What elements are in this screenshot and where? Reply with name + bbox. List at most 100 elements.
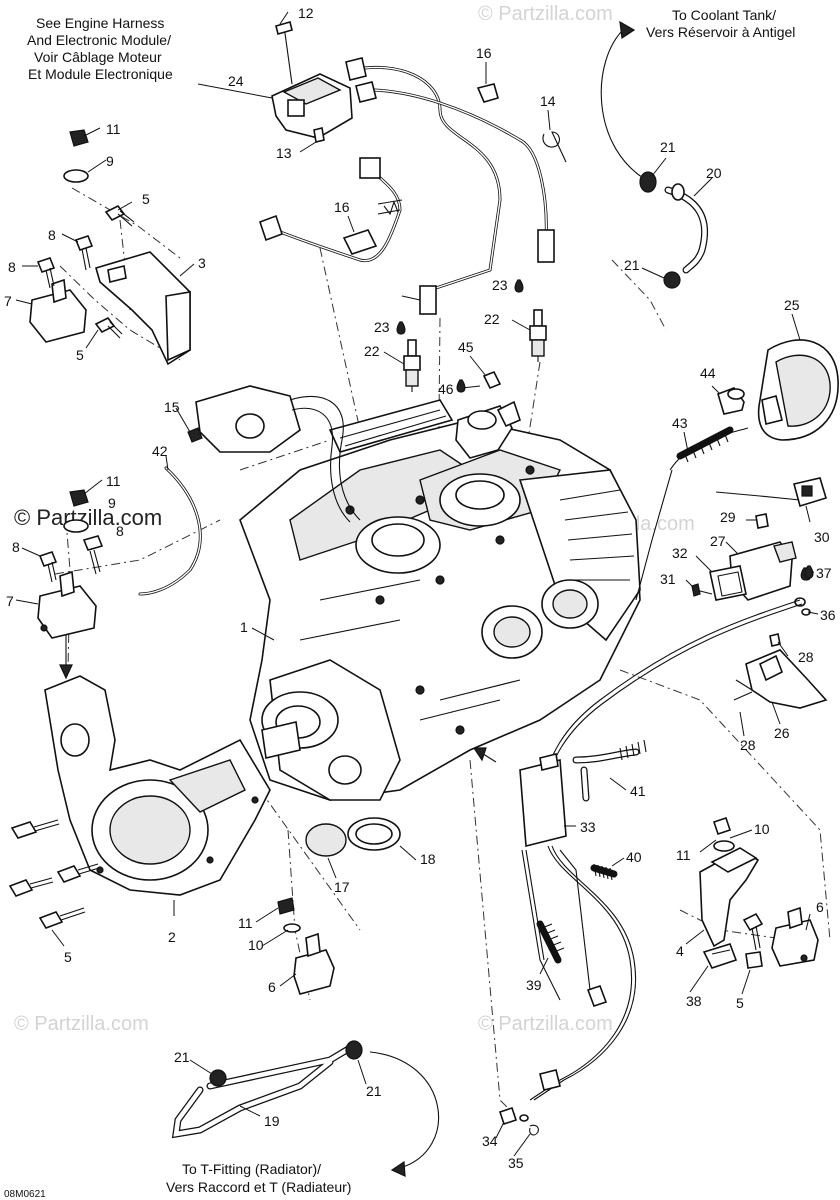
callout-4: 4: [676, 943, 684, 959]
coil-bracket[interactable]: [187, 385, 361, 523]
bolt-group-5[interactable]: [8, 204, 764, 969]
callout-36: 36: [820, 607, 836, 623]
callout-7a: 7: [4, 293, 12, 309]
callout-42: 42: [152, 443, 168, 459]
callout-27: 27: [710, 533, 726, 549]
callout-22a: 22: [364, 343, 380, 359]
drop-icon: [456, 379, 466, 393]
callout-17: 17: [334, 879, 350, 895]
end-fittings-34-35[interactable]: [498, 1106, 539, 1136]
thermostat-housing[interactable]: [455, 370, 521, 459]
callout-8c: 8: [12, 539, 20, 555]
spark-plug-left[interactable]: [403, 339, 421, 392]
wire-clip-16[interactable]: [342, 83, 499, 255]
callout-6b: 6: [816, 899, 824, 915]
callout-38: 38: [686, 993, 702, 1009]
gasket-32[interactable]: [709, 565, 747, 601]
callout-5d: 5: [736, 995, 744, 1011]
callout-28b: 28: [740, 737, 756, 753]
callout-10a: 10: [248, 937, 264, 953]
spring-clamp-14[interactable]: [542, 131, 567, 163]
callout-16a: 16: [476, 45, 492, 61]
callout-23a: 23: [374, 319, 390, 335]
watermark-bottom-right: © Partzilla.com: [478, 1013, 613, 1035]
cable-39[interactable]: [521, 849, 565, 1001]
module-33[interactable]: [519, 739, 647, 848]
callout-46: 46: [438, 381, 454, 397]
drop-icons: [396, 279, 814, 579]
plug-17[interactable]: [305, 823, 347, 857]
svg-text:Vers Raccord et T (Radiateur): Vers Raccord et T (Radiateur): [166, 1179, 351, 1195]
svg-text:Vers Réservoir à Antigel: Vers Réservoir à Antigel: [646, 24, 795, 40]
spring-40[interactable]: [590, 863, 618, 881]
callout-40: 40: [626, 849, 642, 865]
callout-21d: 21: [366, 1083, 382, 1099]
callout-45: 45: [458, 339, 474, 355]
sensor-wiring[interactable]: [258, 57, 555, 315]
callout-13: 13: [276, 145, 292, 161]
callout-11b: 11: [106, 473, 121, 489]
right-mount-6[interactable]: [771, 906, 819, 967]
watermark-top: © Partzilla.com: [478, 3, 613, 25]
drop-icon: [396, 321, 406, 335]
callout-1: 1: [240, 619, 248, 635]
cover-25[interactable]: [757, 339, 839, 441]
upper-bracket-3[interactable]: [95, 251, 191, 366]
callout-11c: 11: [238, 915, 253, 931]
callout-16b: 16: [334, 199, 350, 215]
callout-26: 26: [774, 725, 790, 741]
callout-43: 43: [672, 415, 688, 431]
coolant-hose-19[interactable]: [171, 1040, 363, 1139]
callout-34: 34: [482, 1133, 498, 1149]
sensor-30[interactable]: [715, 477, 827, 508]
callout-21a: 21: [660, 139, 676, 155]
drop-icon: [514, 279, 524, 293]
callout-14: 14: [540, 93, 556, 109]
callout-44: 44: [700, 365, 716, 381]
callout-5c: 5: [64, 949, 72, 965]
callout-6a: 6: [268, 979, 276, 995]
callout-28a: 28: [798, 649, 814, 665]
engine-support-plate[interactable]: [44, 675, 271, 896]
callout-22b: 22: [484, 311, 500, 327]
callout-labels: 1 2 3 4 5 5 5 5 6 6 7 7 8 8 8 8 9 9 10 1…: [4, 5, 836, 1171]
callout-24: 24: [228, 73, 244, 89]
seal-18[interactable]: [347, 817, 401, 851]
callout-23b: 23: [492, 277, 508, 293]
electronic-module[interactable]: [271, 21, 353, 143]
svg-text:See Engine Harness: See Engine Harness: [36, 15, 164, 31]
callout-25: 25: [784, 297, 800, 313]
drop-icon: [804, 565, 814, 579]
callout-21b: 21: [624, 257, 640, 273]
callout-9b: 9: [108, 495, 116, 511]
engine-mount-7[interactable]: [29, 278, 97, 639]
coolant-hose-20[interactable]: [639, 171, 709, 289]
bracket-26[interactable]: [733, 633, 828, 709]
callout-5a: 5: [142, 191, 150, 207]
callout-8b: 8: [8, 259, 16, 275]
spark-plug-right[interactable]: [529, 309, 547, 362]
vent-hose-42[interactable]: [138, 466, 202, 596]
callout-2: 2: [168, 929, 176, 945]
throttle-cable[interactable]: [547, 599, 803, 775]
fasteners-upper-left[interactable]: [36, 129, 104, 583]
callout-11a: 11: [106, 121, 121, 137]
callout-8a: 8: [48, 227, 56, 243]
callout-29: 29: [720, 509, 736, 525]
callout-30: 30: [814, 529, 830, 545]
callout-11d: 11: [676, 847, 691, 863]
engine-block[interactable]: [239, 399, 641, 801]
clip-38[interactable]: [702, 943, 738, 969]
screw-31[interactable]: [691, 583, 713, 597]
callout-37: 37: [816, 565, 832, 581]
lower-mount-6[interactable]: [277, 897, 335, 995]
housing-27[interactable]: [729, 513, 797, 601]
cap-44[interactable]: [717, 387, 745, 415]
callout-5b: 5: [76, 347, 84, 363]
control-cable[interactable]: [529, 845, 636, 1101]
callout-12: 12: [298, 5, 314, 21]
callout-20: 20: [706, 165, 722, 181]
callout-8d: 8: [116, 523, 124, 539]
callout-35: 35: [508, 1155, 524, 1171]
right-mount-bracket-4[interactable]: [699, 816, 760, 948]
